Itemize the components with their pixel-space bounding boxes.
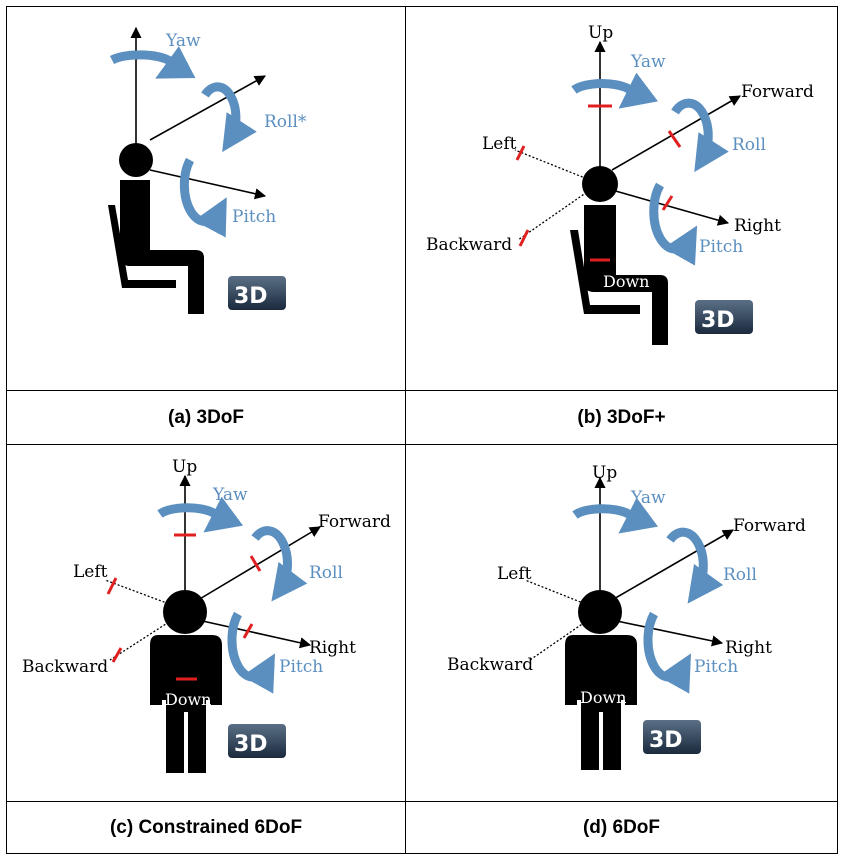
head-icon: [119, 143, 153, 177]
roll-rotation-arrow: [251, 526, 308, 602]
pitch-rotation-arrow: [643, 611, 692, 694]
forward-axis-line: [611, 529, 734, 601]
backward-label: Backward: [426, 235, 512, 255]
pitch-rotation-arrow: [649, 182, 698, 266]
3d-logo: 3D: [228, 276, 286, 310]
3d-logo: 3D: [695, 300, 753, 334]
3d-logo: 3D: [643, 720, 701, 754]
standing-person-icon: [150, 635, 222, 773]
constraint-marks: [106, 533, 262, 681]
head-icon: [582, 166, 618, 202]
left-axis-line: [104, 579, 173, 606]
left-label: Left: [482, 134, 517, 154]
constraint-marks: [515, 104, 682, 262]
up-label: Up: [588, 23, 613, 43]
roll-rotation-arrow: [671, 98, 729, 173]
panel-d-diagram: Up Yaw Forward Roll Left Right Pitch Bac…: [447, 463, 806, 770]
pitch-label: Pitch: [694, 657, 738, 677]
roll-label: Roll: [732, 135, 766, 155]
pitch-rotation-arrow: [227, 611, 276, 694]
yaw-rotation-arrow: [109, 46, 196, 79]
forward-label: Forward: [318, 512, 391, 532]
panel-b-diagram: Up Yaw Forward Roll Left Right Pitch Bac…: [426, 23, 814, 345]
yaw-label: Yaw: [165, 31, 201, 51]
roll-label: Roll*: [264, 112, 307, 132]
caption-3dof-plus: (b) 3DoF+: [577, 406, 666, 428]
seated-person-icon: [570, 205, 668, 345]
up-label: Up: [172, 457, 197, 477]
pitch-label: Pitch: [232, 207, 276, 227]
roll-rotation-arrow: [201, 82, 257, 153]
forward-axis-line: [197, 526, 321, 601]
right-label: Right: [725, 638, 772, 658]
right-label: Right: [309, 638, 356, 658]
3d-logo: 3D: [228, 724, 286, 758]
head-icon: [578, 590, 622, 634]
down-label: Down: [580, 688, 626, 707]
seated-person-icon: [108, 180, 204, 314]
caption-constrained-6dof: (c) Constrained 6DoF: [109, 816, 303, 838]
yaw-label: Yaw: [212, 485, 248, 505]
cell-caption-d: [405, 801, 838, 854]
roll-rotation-arrow: [666, 527, 724, 604]
yaw-rotation-arrow: [572, 497, 659, 534]
right-axis-line: [611, 619, 724, 647]
roll-label: Roll: [309, 563, 343, 583]
svg-text:3D: 3D: [649, 728, 683, 753]
forward-label: Forward: [741, 82, 814, 102]
panel-a-diagram: Yaw Roll* Pitch 3D: [108, 26, 307, 314]
svg-text:3D: 3D: [234, 284, 268, 309]
pitch-label: Pitch: [279, 657, 323, 677]
yaw-rotation-arrow: [157, 496, 244, 533]
backward-axis-line: [109, 619, 173, 661]
pitch-label: Pitch: [699, 237, 743, 257]
svg-text:3D: 3D: [234, 732, 268, 757]
backward-axis-line: [517, 189, 591, 241]
down-label: Down: [165, 690, 211, 709]
up-label: Up: [592, 463, 617, 483]
svg-text:3D: 3D: [701, 308, 735, 333]
roll-label: Roll: [723, 565, 757, 585]
left-axis-line: [514, 149, 591, 181]
backward-label: Backward: [447, 655, 533, 675]
pitch-rotation-arrow: [179, 157, 227, 238]
forward-label: Forward: [733, 516, 806, 536]
left-axis-line: [524, 579, 589, 606]
head-icon: [163, 590, 207, 634]
yaw-label: Yaw: [630, 52, 666, 72]
right-axis-line: [611, 189, 730, 226]
right-label: Right: [734, 216, 781, 236]
caption-3dof: (a) 3DoF: [168, 406, 244, 428]
backward-label: Backward: [22, 657, 108, 677]
right-axis-line: [197, 619, 312, 649]
yaw-label: Yaw: [630, 488, 666, 508]
yaw-rotation-arrow: [571, 72, 659, 109]
forward-axis-line: [611, 95, 741, 171]
panel-c-diagram: Up Yaw Forward Roll Left Right Pitch Bac…: [22, 457, 391, 773]
standing-person-icon: [565, 635, 637, 770]
roll-axis-line: [149, 75, 266, 141]
left-label: Left: [73, 562, 108, 582]
pitch-axis-line: [149, 169, 267, 200]
down-label: Down: [603, 272, 649, 291]
left-label: Left: [497, 564, 532, 584]
caption-6dof: (d) 6DoF: [582, 816, 661, 838]
